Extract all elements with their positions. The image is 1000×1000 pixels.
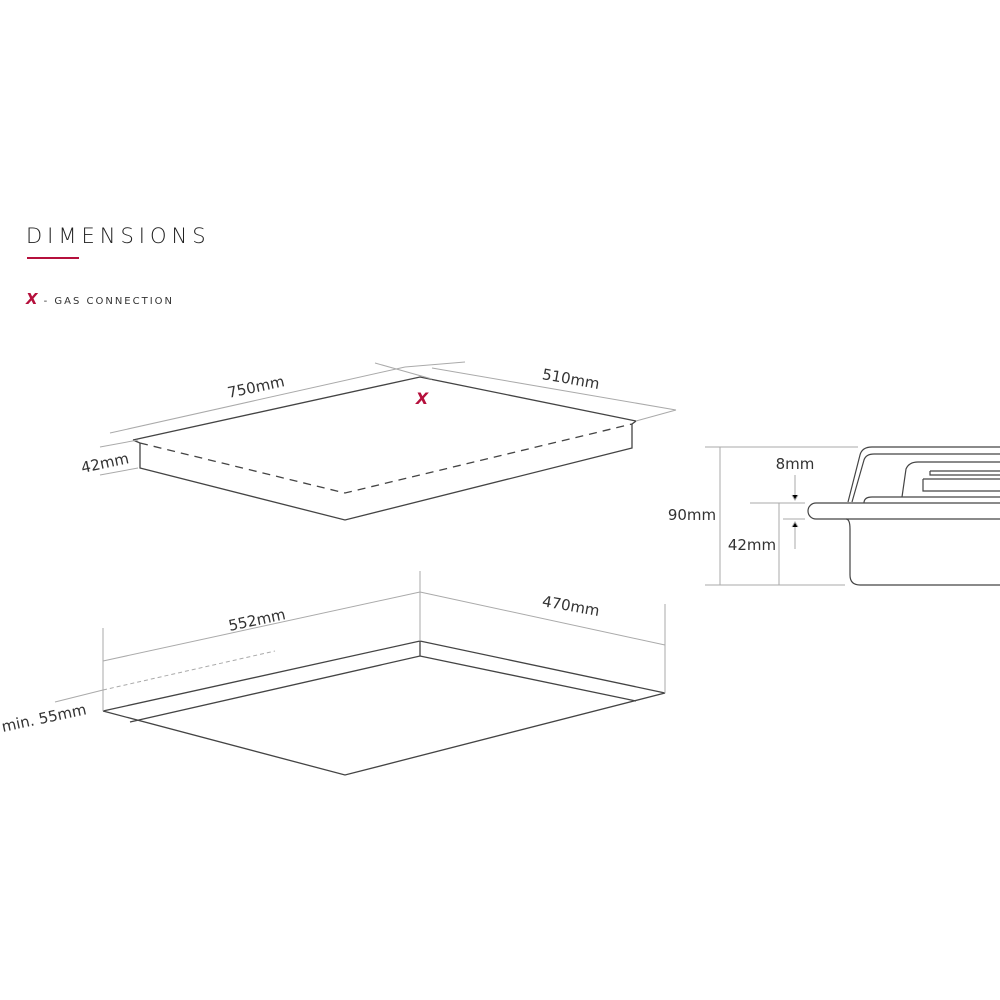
- cutout-dimension-lines: [54, 571, 666, 711]
- cutout-depth-label: 470mm: [541, 592, 601, 620]
- side-top-height-label: 8mm: [776, 455, 815, 473]
- gas-connection-marker: X: [415, 389, 429, 408]
- gas-connection-icon: X: [26, 290, 38, 308]
- side-body-height-label: 42mm: [728, 536, 776, 554]
- cutout-3d: [102, 640, 666, 776]
- side-dimension-lines: [705, 446, 858, 586]
- hob-width-label: 750mm: [226, 372, 286, 402]
- legend-label: - GAS CONNECTION: [43, 296, 175, 307]
- hob-height-label: 42mm: [79, 449, 130, 477]
- page-title: DIMENSIONS: [26, 224, 211, 248]
- title-underline: [27, 257, 79, 259]
- side-view: [807, 446, 1000, 586]
- legend: X - GAS CONNECTION: [26, 290, 174, 308]
- cutout-width-label: 552mm: [227, 605, 287, 635]
- side-total-height-label: 90mm: [668, 506, 716, 524]
- hob-3d: [132, 376, 637, 521]
- hob-dimension-lines: [99, 361, 677, 476]
- hob-depth-label: 510mm: [541, 365, 601, 393]
- cutout-min-front-label: min. 55mm: [0, 700, 88, 736]
